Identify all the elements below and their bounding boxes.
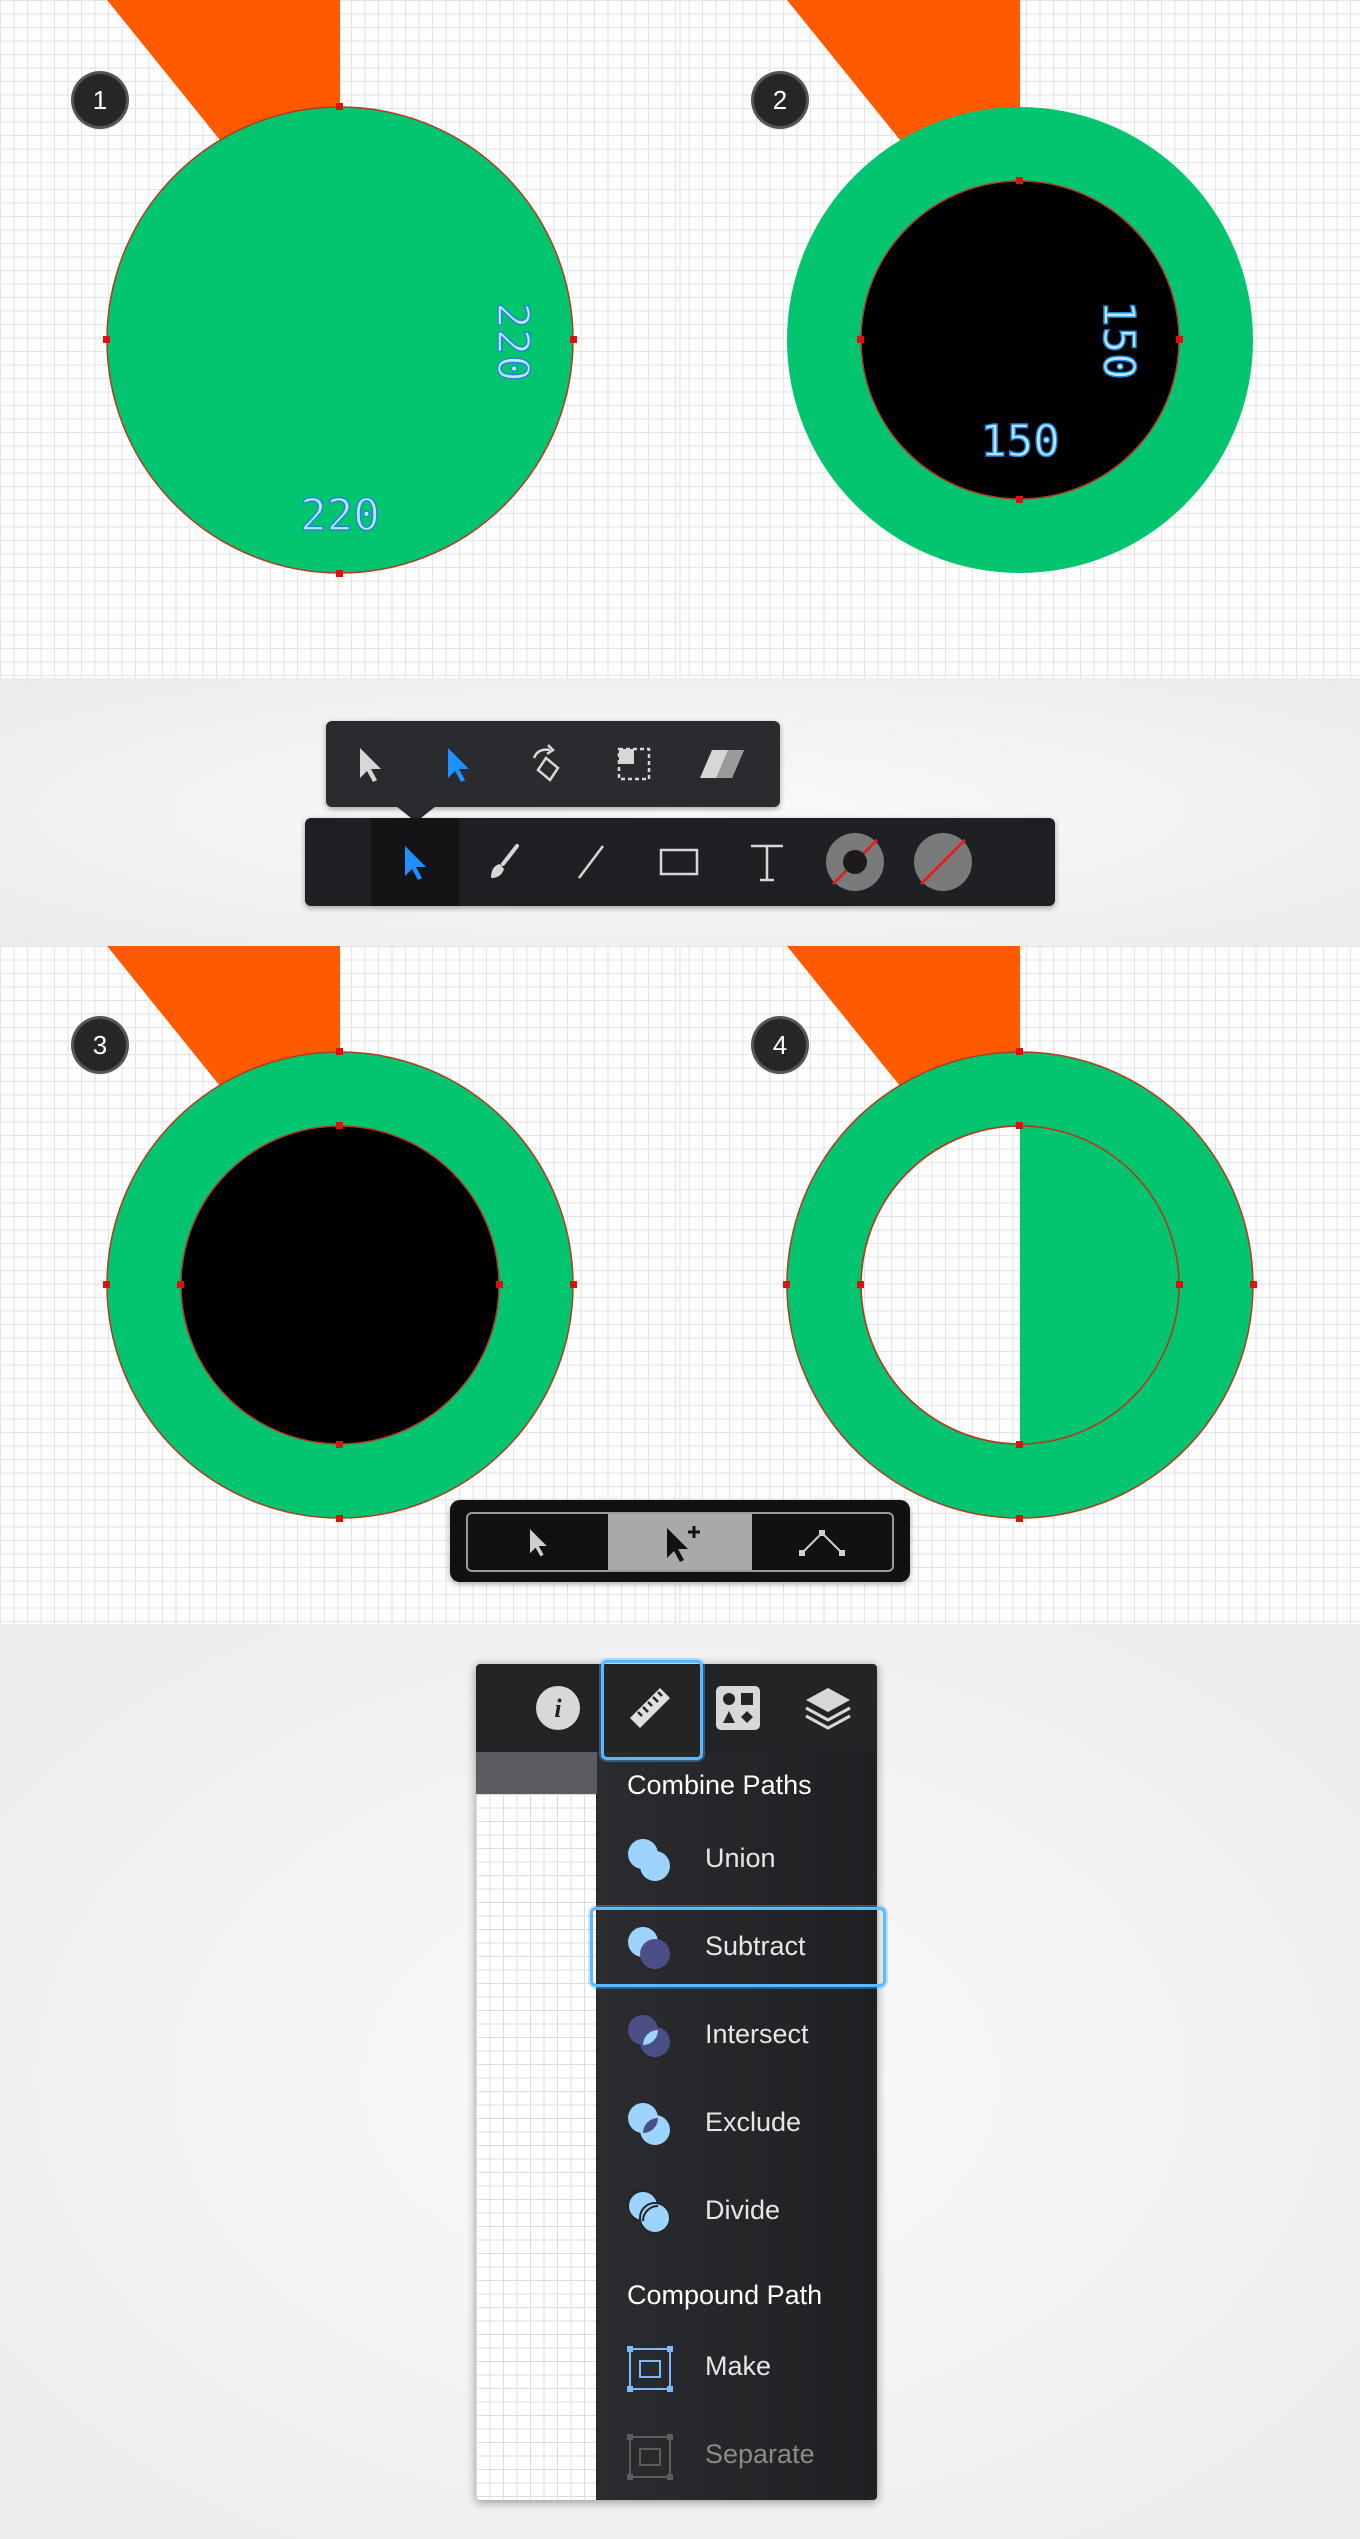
move-tool-flyout [326,721,780,807]
union-icon [628,1839,670,1881]
geometry-panel: i Combine Paths Union [476,1664,877,2500]
move-tool-icon [405,846,426,880]
exclude-icon [628,2103,670,2145]
tools-toolbar [305,818,1055,906]
menu-label-divide: Divide [705,2195,781,2225]
menu-label-union: Union [705,1843,776,1873]
green-half-4 [1020,1126,1179,1444]
stroke-swatch[interactable] [899,818,987,906]
skew-icon [700,750,744,778]
anchor-points-4 [783,1048,1257,1522]
shapes-icon [716,1686,760,1730]
stroke-swatch-icon [914,833,972,891]
tool-move[interactable] [371,818,459,906]
green-ring-4[interactable] [786,1051,1254,1519]
step-badge-3: 3 [74,1019,126,1071]
fill-swatch[interactable] [811,818,899,906]
skew-tool-button[interactable] [678,721,766,807]
combine-paths-heading: Combine Paths [627,1770,812,1800]
selection-mode-bar [450,1500,910,1582]
menu-item-exclude[interactable]: Exclude [597,2078,877,2166]
dimension-width-2: 150 [980,416,1059,467]
combine-menu: Combine Paths Union Subtract Intersect [597,1752,877,2500]
make-compound-icon [627,2346,673,2392]
separate-compound-icon [627,2434,673,2480]
canvas-divider-middle [679,946,681,1624]
move-tool-icon [360,748,381,782]
pointer-icon [530,1529,547,1557]
tab-geometry-highlight [601,1660,703,1760]
fill-swatch-icon [826,833,884,891]
menu-item-union[interactable]: Union [597,1814,877,1902]
scene-steps-1-2: 220 220 150 150 [103,0,1253,577]
divide-icon [627,2190,671,2234]
menu-item-make[interactable]: Make [597,2322,877,2410]
panel-canvas-preview [476,1794,596,2500]
layers-icon [805,1688,851,1730]
step-badge-1: 1 [74,74,126,126]
menu-item-subtract[interactable]: Subtract [597,1902,877,1990]
subtract-highlight [590,1907,886,1987]
tool-rectangle[interactable] [635,818,723,906]
step-badge-2: 2 [754,74,806,126]
menu-label-subtract: Subtract [705,1931,806,1961]
ruler-icon [630,1688,670,1728]
menu-label-exclude: Exclude [705,2107,802,2137]
tool-line[interactable] [547,818,635,906]
menu-label-intersect: Intersect [705,2019,809,2049]
compound-path-heading: Compound Path [627,2280,823,2310]
node-path-icon [799,1530,845,1556]
brush-icon [491,844,519,878]
tab-shapes[interactable] [714,1684,762,1732]
bounding-box-button[interactable] [590,721,678,807]
dimension-height-1: 220 [487,302,538,381]
orange-quarter-4 [787,946,1020,1086]
node-tool-icon [448,748,469,782]
menu-label-separate: Separate [705,2439,815,2469]
node-tool-button[interactable] [414,721,502,807]
pointer-plus-icon [667,1526,700,1562]
intersect-icon [628,2015,670,2057]
mode-select[interactable] [468,1514,608,1570]
tab-info[interactable]: i [534,1684,582,1732]
menu-item-divide[interactable]: Divide [597,2166,877,2254]
bounding-box-icon [617,747,651,781]
mode-add-select[interactable] [608,1514,752,1570]
menu-label-make: Make [705,2351,772,2381]
rotate-icon [532,744,560,782]
dimension-width-1: 220 [300,490,379,541]
dimension-height-2: 150 [1093,300,1144,379]
step-badge-4: 4 [754,1019,806,1071]
rotate-tool-button[interactable] [502,721,590,807]
tab-layers[interactable] [802,1684,854,1732]
line-icon [578,845,604,879]
rectangle-icon [659,848,699,876]
orange-quarter-2 [787,0,1020,140]
orange-quarter-3 [107,946,340,1086]
anchor-points-1 [103,103,577,577]
anchor-points-2 [857,177,1183,503]
info-icon: i [536,1686,580,1730]
tab-geometry[interactable] [602,1664,698,1752]
tool-brush[interactable] [459,818,547,906]
menu-item-intersect[interactable]: Intersect [597,1990,877,2078]
move-tool-button[interactable] [326,721,414,807]
black-circle-3[interactable] [180,1125,500,1445]
subtract-icon [628,1927,670,1969]
anchor-points-3 [103,1048,577,1522]
scene-steps-3-4 [103,946,1257,1522]
tool-text[interactable] [723,818,811,906]
mode-node[interactable] [752,1514,892,1570]
selection-mode-frame [466,1512,894,1572]
canvas-divider-top [679,0,681,678]
flyout-pointer [396,806,436,822]
svg-text:i: i [554,1694,562,1723]
menu-item-separate[interactable]: Separate [597,2410,877,2498]
text-icon [751,844,783,882]
